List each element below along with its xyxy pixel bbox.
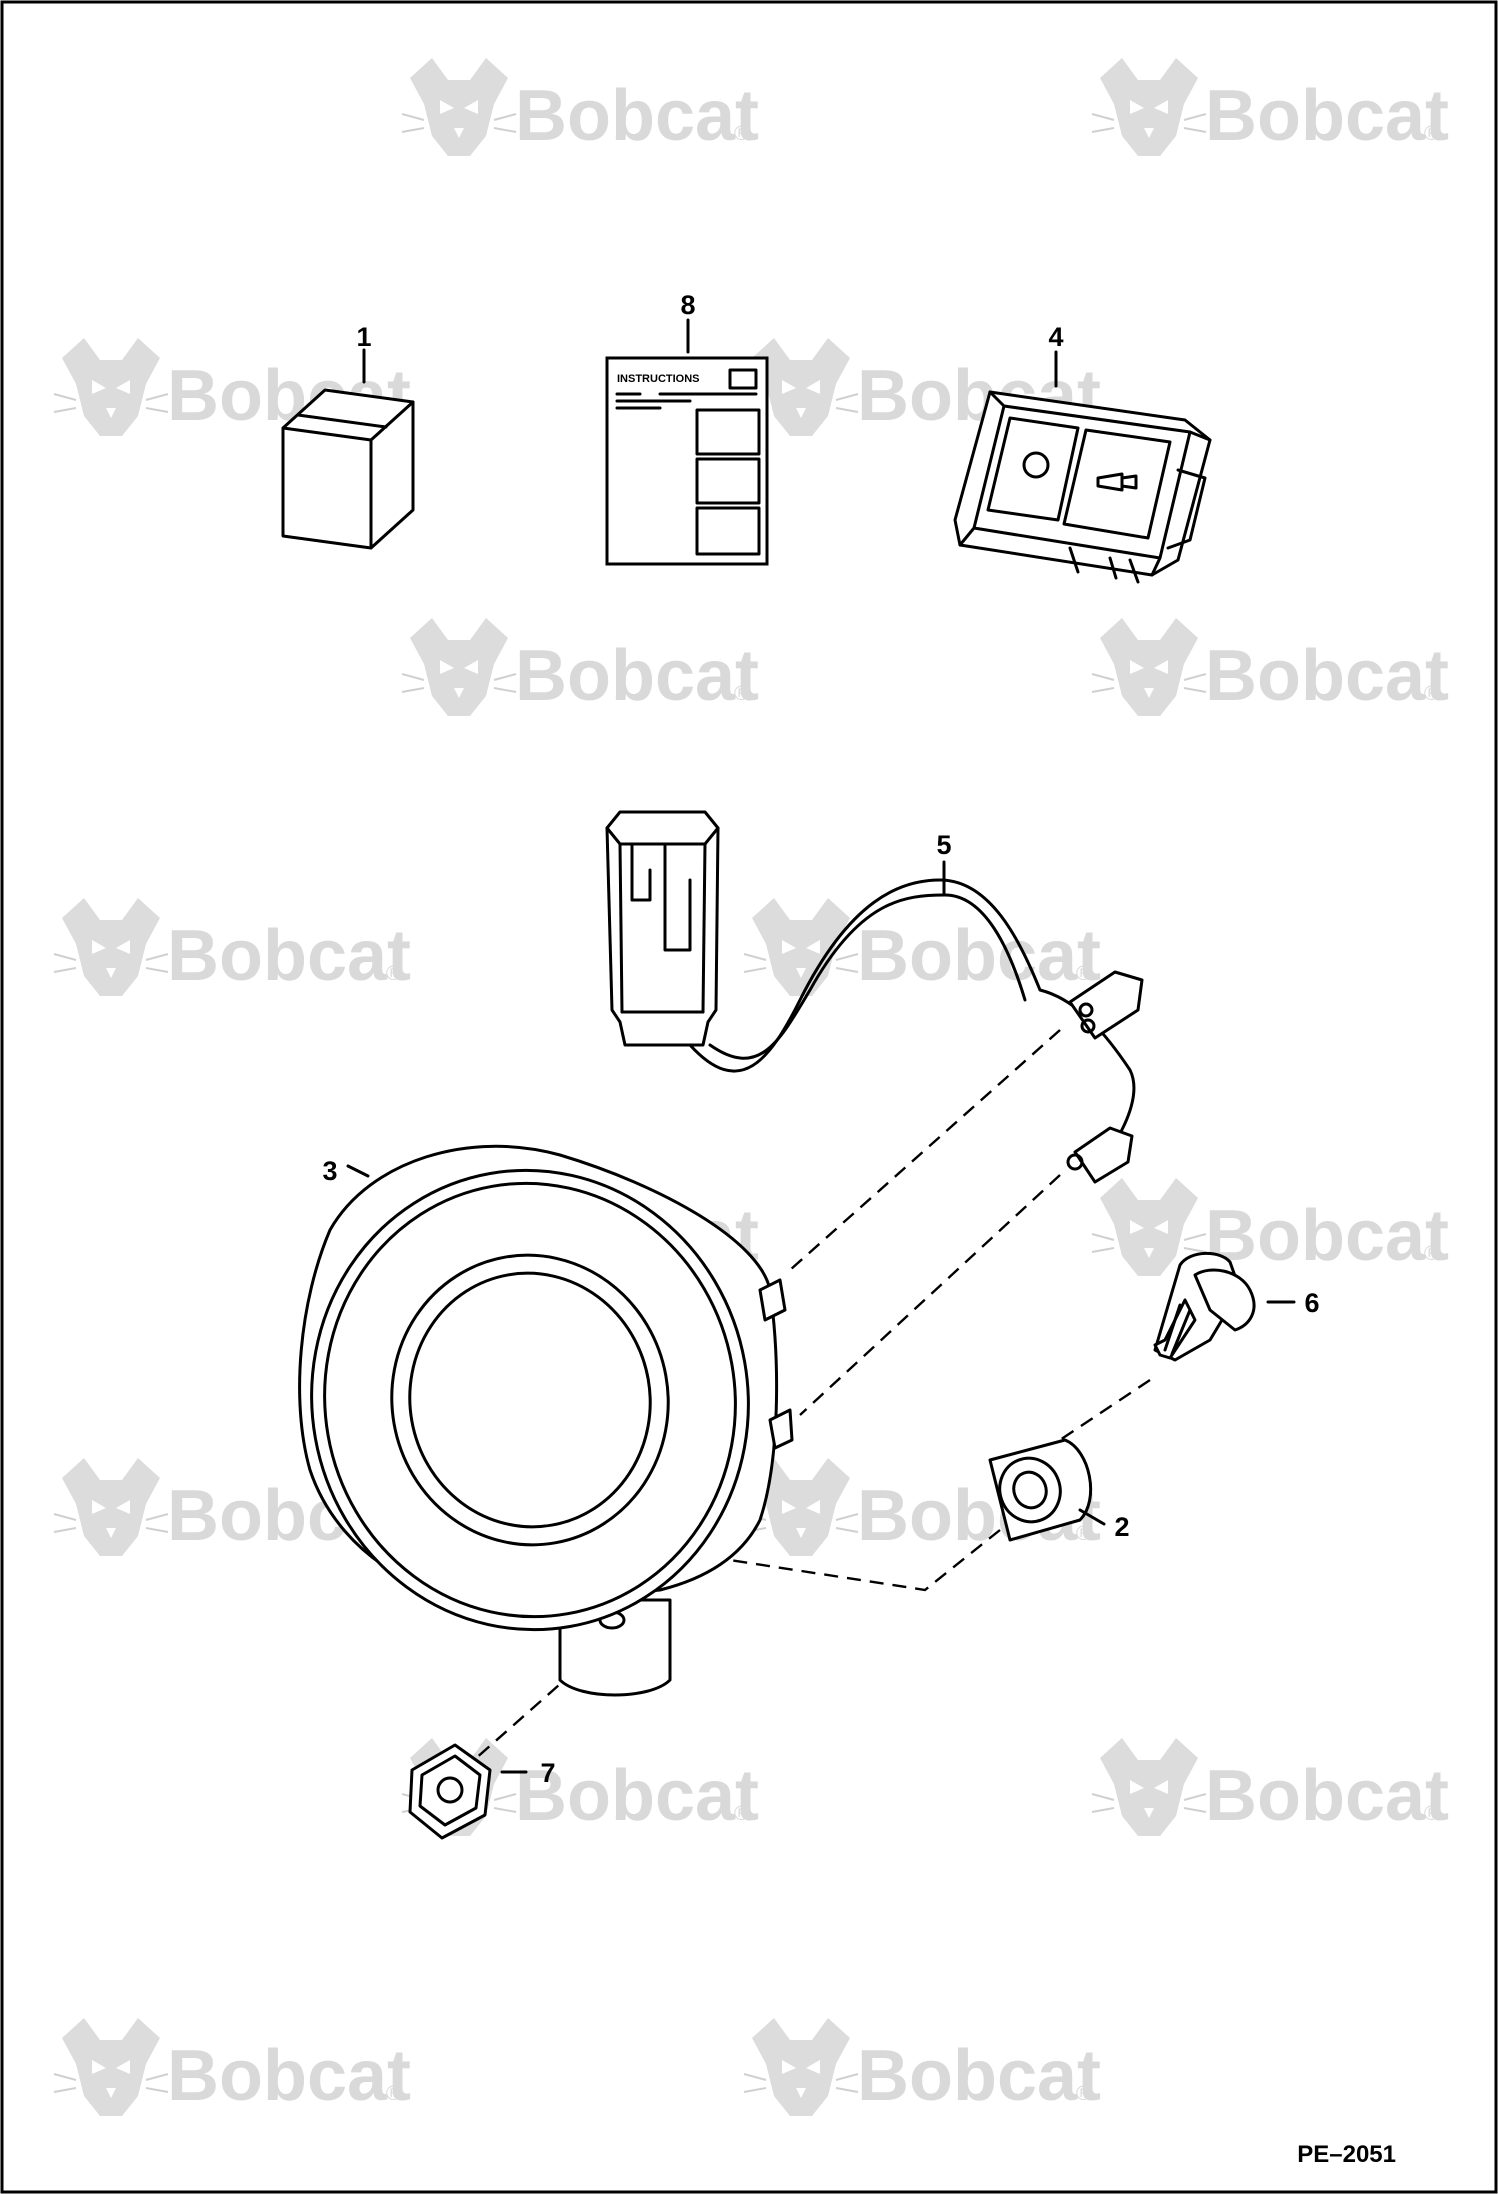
watermark-tile: Bobcat ® <box>401 617 759 717</box>
part-2-spacer <box>988 1438 1093 1542</box>
watermark-registered: ® <box>1424 683 1439 705</box>
part-5-harness <box>605 810 1144 1184</box>
watermark-registered: ® <box>386 2083 401 2105</box>
leader-3 <box>346 1164 370 1178</box>
part-8-instruction-sheet: INSTRUCTIONS <box>605 356 769 566</box>
watermark-registered: ® <box>1076 2083 1091 2105</box>
watermark-registered: ® <box>1424 1243 1439 1265</box>
callout-1: 1 <box>356 322 371 352</box>
part-3-horn <box>298 1144 794 1697</box>
watermark-registered: ® <box>1424 123 1439 145</box>
watermark-registered: ® <box>734 683 749 705</box>
watermark-tile: Bobcat ® <box>1091 1737 1449 1837</box>
watermark-tile: Bobcat ® <box>53 897 411 997</box>
watermark-tile: Bobcat ® <box>743 2017 1101 2117</box>
watermark-brand: Bobcat <box>1205 1756 1449 1836</box>
watermark-brand: Bobcat <box>857 2036 1101 2116</box>
watermark-tile: Bobcat ® <box>1091 1177 1449 1277</box>
watermark-tile: Bobcat ® <box>53 2017 411 2117</box>
watermark-tile: Bobcat ® <box>743 897 1101 997</box>
callout-5: 5 <box>936 830 951 860</box>
reference-code: PE–2051 <box>1297 2141 1396 2168</box>
watermark-registered: ® <box>1076 1523 1091 1545</box>
leader-2 <box>1078 1508 1106 1526</box>
callout-8: 8 <box>680 290 695 320</box>
part-1-block <box>281 388 415 550</box>
instruction-sheet-title: INSTRUCTIONS <box>617 373 700 385</box>
watermark-registered: ® <box>734 123 749 145</box>
watermark-registered: ® <box>386 963 401 985</box>
callout-2: 2 <box>1114 1512 1129 1542</box>
watermark-registered: ® <box>1076 963 1091 985</box>
watermark-tile: Bobcat ® <box>1091 57 1449 157</box>
watermark-brand: Bobcat <box>515 1756 759 1836</box>
callout-7: 7 <box>540 1758 555 1788</box>
callout-3: 3 <box>322 1156 337 1186</box>
watermark-brand: Bobcat <box>167 2036 411 2116</box>
part-4-horn-switch <box>953 390 1212 584</box>
callout-6: 6 <box>1304 1288 1319 1318</box>
watermark-brand: Bobcat <box>167 916 411 996</box>
watermark-brand: Bobcat <box>1205 636 1449 716</box>
watermark-tile: Bobcat ® <box>401 57 759 157</box>
watermark-tile: Bobcat ® <box>401 1737 759 1837</box>
watermark-brand: Bobcat <box>857 916 1101 996</box>
watermark-registered: ® <box>1424 1803 1439 1825</box>
watermark-tile: Bobcat ® <box>1091 617 1449 717</box>
watermark-registered: ® <box>734 1803 749 1825</box>
callout-4: 4 <box>1048 322 1063 352</box>
watermark-brand: Bobcat <box>1205 76 1449 156</box>
watermark-brand: Bobcat <box>515 76 759 156</box>
watermark-brand: Bobcat <box>1205 1196 1449 1276</box>
horn-icon <box>1096 472 1138 492</box>
part-6-bolt <box>1153 1251 1256 1362</box>
watermark-brand: Bobcat <box>515 636 759 716</box>
part-7-nut <box>408 1743 492 1840</box>
